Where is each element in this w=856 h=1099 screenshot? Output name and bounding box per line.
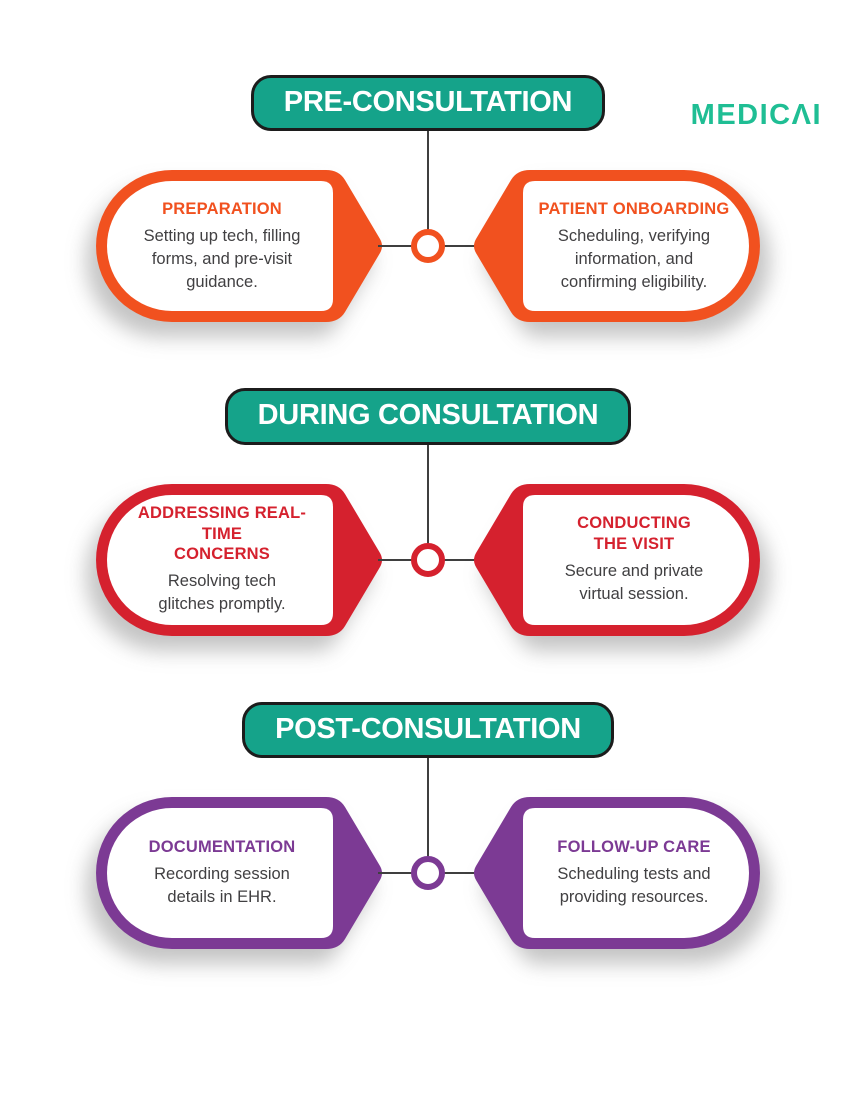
card-body: Scheduling tests and providing resources… — [557, 864, 711, 906]
connector-circle-icon — [411, 229, 445, 264]
connector-vertical-line — [427, 103, 429, 247]
section-header: POST-CONSULTATION — [242, 701, 614, 759]
section-pre-consultation: PRE-CONSULTATION PREPARATION Setting up … — [0, 75, 856, 324]
card-text: PREPARATION Setting up tech, filling for… — [118, 168, 326, 324]
info-card-left: PREPARATION Setting up tech, filling for… — [92, 168, 384, 324]
infographic-page: { "logo": { "text": "MEDICΛI", "color": … — [0, 75, 856, 1099]
card-text: PATIENT ONBOARDING Scheduling, verifying… — [530, 168, 738, 324]
card-arrow-shape — [96, 170, 382, 323]
card-body: Recording session details in EHR. — [154, 864, 290, 906]
section-header: PRE-CONSULTATION — [250, 75, 606, 132]
card-body: Resolving tech glitches promptly. — [158, 572, 286, 614]
section-row: ADDRESSING REAL-TIME CONCERNS Resolving … — [92, 482, 764, 638]
card-text: ADDRESSING REAL-TIME CONCERNS Resolving … — [118, 482, 326, 638]
info-card-left: DOCUMENTATION Recording session details … — [92, 795, 384, 951]
card-arrow-shape — [96, 483, 382, 636]
card-heading: DOCUMENTATION — [148, 838, 296, 857]
card-arrow-shape — [474, 483, 760, 636]
connector-vertical-line — [427, 729, 429, 874]
info-card-right: PATIENT ONBOARDING Scheduling, verifying… — [472, 168, 764, 324]
connector — [378, 168, 478, 324]
connector — [378, 795, 478, 951]
card-arrow-shape — [96, 797, 382, 950]
card-body: Scheduling, verifying information, and c… — [557, 226, 711, 291]
card-body: Secure and private virtual session. — [564, 561, 704, 603]
card-heading: PATIENT ONBOARDING — [538, 199, 730, 218]
card-arrow-shape — [474, 170, 760, 323]
info-card-right: FOLLOW-UP CARE Scheduling tests and prov… — [472, 795, 764, 951]
info-card-right: CONDUCTING THE VISIT Secure and private … — [472, 482, 764, 638]
connector-circle-icon — [411, 542, 445, 577]
connector-vertical-line — [427, 416, 429, 561]
card-heading: ADDRESSING REAL-TIME CONCERNS — [137, 504, 307, 564]
section-header: DURING CONSULTATION — [224, 388, 632, 445]
card-heading: FOLLOW-UP CARE — [557, 838, 711, 857]
section-row: PREPARATION Setting up tech, filling for… — [92, 168, 764, 324]
info-card-left: ADDRESSING REAL-TIME CONCERNS Resolving … — [92, 482, 384, 638]
connector-circle-icon — [411, 856, 445, 891]
card-body: Setting up tech, filling forms, and pre-… — [143, 226, 301, 291]
card-text: DOCUMENTATION Recording session details … — [118, 795, 326, 951]
section-during-consultation: DURING CONSULTATION ADDRESSING REAL-TIME… — [0, 388, 856, 637]
card-arrow-shape — [474, 797, 760, 950]
card-text: CONDUCTING THE VISIT Secure and private … — [530, 482, 738, 638]
section-row: DOCUMENTATION Recording session details … — [92, 795, 764, 951]
card-heading: PREPARATION — [162, 199, 282, 218]
section-post-consultation: POST-CONSULTATION DOCUMENTATION Recordin… — [0, 701, 856, 951]
card-text: FOLLOW-UP CARE Scheduling tests and prov… — [530, 795, 738, 951]
brand-logo: MEDICΛI — [690, 99, 822, 131]
connector — [378, 482, 478, 638]
card-heading: CONDUCTING THE VISIT — [577, 514, 691, 554]
